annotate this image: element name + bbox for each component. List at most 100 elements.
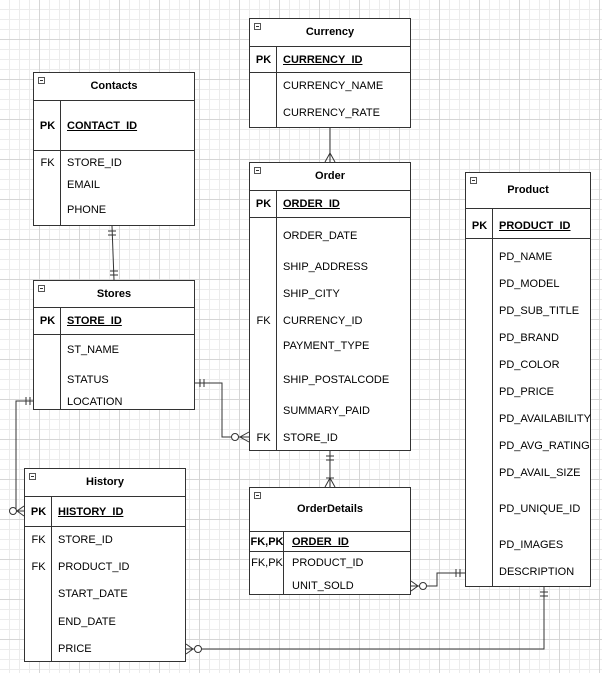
collapse-icon[interactable] bbox=[254, 167, 261, 174]
key-label: PK bbox=[471, 220, 488, 232]
entity-currency[interactable]: Currency PK CURRENCY_ID CURRENCY_NAME CU… bbox=[249, 18, 411, 128]
field-row[interactable]: DESCRIPTION bbox=[466, 564, 590, 580]
field-name: STORE_ID bbox=[67, 157, 122, 169]
field-name: PD_MODEL bbox=[499, 278, 560, 290]
field-row[interactable]: CURRENCY_RATE bbox=[250, 105, 410, 121]
collapse-icon[interactable] bbox=[29, 473, 36, 480]
field-row[interactable]: CURRENCY_NAME bbox=[250, 78, 410, 94]
entity-contacts[interactable]: Contacts PK CONTACT_ID FK STORE_ID EMAIL… bbox=[33, 72, 195, 226]
entity-title: OrderDetails bbox=[296, 503, 364, 515]
field-row[interactable]: START_DATE bbox=[25, 586, 185, 602]
pk-row[interactable]: FK,PK ORDER_ID bbox=[250, 534, 410, 550]
field-row[interactable]: SUMMARY_PAID bbox=[250, 403, 410, 419]
pk-row[interactable]: PK CONTACT_ID bbox=[34, 118, 194, 134]
field-name: CONTACT_ID bbox=[67, 120, 138, 132]
pk-section: PK PRODUCT_ID bbox=[466, 209, 590, 239]
pk-row[interactable]: PK CURRENCY_ID bbox=[250, 52, 410, 68]
entity-header: OrderDetails bbox=[250, 488, 410, 532]
field-row[interactable]: ORDER_DATE bbox=[250, 228, 410, 244]
field-row[interactable]: SHIP_POSTALCODE bbox=[250, 372, 410, 388]
link-order-orderdetails[interactable] bbox=[324, 451, 336, 488]
key-label: FK bbox=[40, 157, 55, 169]
pk-row[interactable]: PK HISTORY_ID bbox=[25, 504, 185, 520]
link-product-orderdetails[interactable] bbox=[410, 569, 465, 592]
collapse-icon[interactable] bbox=[38, 77, 45, 84]
entity-history[interactable]: History PK HISTORY_ID FK STORE_ID FK PRO… bbox=[24, 468, 186, 662]
pk-row[interactable]: PK STORE_ID bbox=[34, 313, 194, 329]
field-row[interactable]: EMAIL bbox=[34, 177, 194, 193]
collapse-icon[interactable] bbox=[38, 285, 45, 292]
field-row[interactable]: FK,PK PRODUCT_ID bbox=[250, 555, 410, 571]
entity-header: Stores bbox=[34, 281, 194, 308]
link-order-currency[interactable] bbox=[324, 128, 336, 163]
field-name: PRODUCT_ID bbox=[292, 557, 364, 569]
entity-order[interactable]: Order PK ORDER_ID ORDER_DATE SHIP_ADDRES… bbox=[249, 162, 411, 451]
collapse-icon[interactable] bbox=[254, 23, 261, 30]
key-label: FK bbox=[31, 534, 46, 546]
field-row[interactable]: PD_SUB_TITLE bbox=[466, 303, 590, 319]
field-row[interactable]: FK PRODUCT_ID bbox=[25, 559, 185, 575]
field-row[interactable]: PD_PRICE bbox=[466, 384, 590, 400]
entity-orderdetails[interactable]: OrderDetails FK,PK ORDER_ID FK,PK PRODUC… bbox=[249, 487, 411, 595]
field-row[interactable]: PD_BRAND bbox=[466, 330, 590, 346]
field-name: STATUS bbox=[67, 374, 109, 386]
entity-header: Product bbox=[466, 173, 590, 209]
field-row[interactable]: UNIT_SOLD bbox=[250, 578, 410, 594]
field-name: PRODUCT_ID bbox=[58, 561, 130, 573]
field-row[interactable]: FK CURRENCY_ID bbox=[250, 313, 410, 329]
field-row[interactable]: SHIP_CITY bbox=[250, 286, 410, 302]
link-stores-order[interactable] bbox=[195, 379, 250, 443]
field-row[interactable]: PAYMENT_TYPE bbox=[250, 338, 410, 354]
field-row[interactable]: PD_COLOR bbox=[466, 357, 590, 373]
field-row[interactable]: PHONE bbox=[34, 202, 194, 218]
field-name: ORDER_ID bbox=[283, 198, 340, 210]
fields-section: FK,PK PRODUCT_ID UNIT_SOLD bbox=[250, 552, 410, 594]
field-name: UNIT_SOLD bbox=[292, 580, 354, 592]
field-row[interactable]: SHIP_ADDRESS bbox=[250, 259, 410, 275]
field-name: PD_PRICE bbox=[499, 386, 555, 398]
field-name: STORE_ID bbox=[67, 315, 122, 327]
key-label: PK bbox=[255, 54, 272, 66]
field-row[interactable]: END_DATE bbox=[25, 614, 185, 630]
field-row[interactable]: FK STORE_ID bbox=[250, 430, 410, 446]
key-label: FK bbox=[31, 561, 46, 573]
field-row[interactable]: PD_AVG_RATING bbox=[466, 438, 590, 454]
field-row[interactable]: PRICE bbox=[25, 641, 185, 657]
field-row[interactable]: STATUS bbox=[34, 372, 194, 388]
field-row[interactable]: FK STORE_ID bbox=[34, 155, 194, 171]
field-row[interactable]: PD_AVAILABILITY bbox=[466, 411, 591, 427]
entity-header: Contacts bbox=[34, 73, 194, 101]
collapse-icon[interactable] bbox=[254, 492, 261, 499]
field-row[interactable]: LOCATION bbox=[34, 394, 194, 410]
link-product-history[interactable] bbox=[185, 587, 548, 655]
field-row[interactable]: PD_NAME bbox=[466, 249, 590, 265]
entity-header: Currency bbox=[250, 19, 410, 47]
field-name: PRICE bbox=[58, 643, 92, 655]
field-row[interactable]: PD_MODEL bbox=[466, 276, 590, 292]
field-name: CURRENCY_ID bbox=[283, 315, 363, 327]
field-row[interactable]: FK STORE_ID bbox=[25, 532, 185, 548]
key-label: PK bbox=[39, 315, 56, 327]
field-name: SHIP_POSTALCODE bbox=[283, 374, 390, 386]
key-label: FK bbox=[256, 432, 271, 444]
entity-stores[interactable]: Stores PK STORE_ID ST_NAME STATUS LOCATI… bbox=[33, 280, 195, 410]
entity-title: History bbox=[86, 476, 124, 488]
pk-section: PK HISTORY_ID bbox=[25, 497, 185, 527]
field-name: PD_AVAILABILITY bbox=[499, 413, 591, 425]
field-name: CURRENCY_NAME bbox=[283, 80, 384, 92]
field-name: EMAIL bbox=[67, 179, 101, 191]
field-name: SHIP_ADDRESS bbox=[283, 261, 368, 273]
field-row[interactable]: ST_NAME bbox=[34, 342, 194, 358]
pk-row[interactable]: PK ORDER_ID bbox=[250, 196, 410, 212]
collapse-icon[interactable] bbox=[470, 177, 477, 184]
field-row[interactable]: PD_IMAGES bbox=[466, 537, 590, 553]
link-contacts-stores[interactable] bbox=[108, 225, 118, 281]
key-label: PK bbox=[30, 506, 47, 518]
pk-row[interactable]: PK PRODUCT_ID bbox=[466, 218, 590, 234]
pk-section: PK ORDER_ID bbox=[250, 191, 410, 218]
pk-section: PK CONTACT_ID bbox=[34, 101, 194, 151]
entity-product[interactable]: Product PK PRODUCT_ID PD_NAME PD_MODEL P… bbox=[465, 172, 591, 587]
field-row[interactable]: PD_UNIQUE_ID bbox=[466, 501, 590, 517]
field-row[interactable]: PD_AVAIL_SIZE bbox=[466, 465, 590, 481]
entity-title: Contacts bbox=[90, 80, 138, 92]
